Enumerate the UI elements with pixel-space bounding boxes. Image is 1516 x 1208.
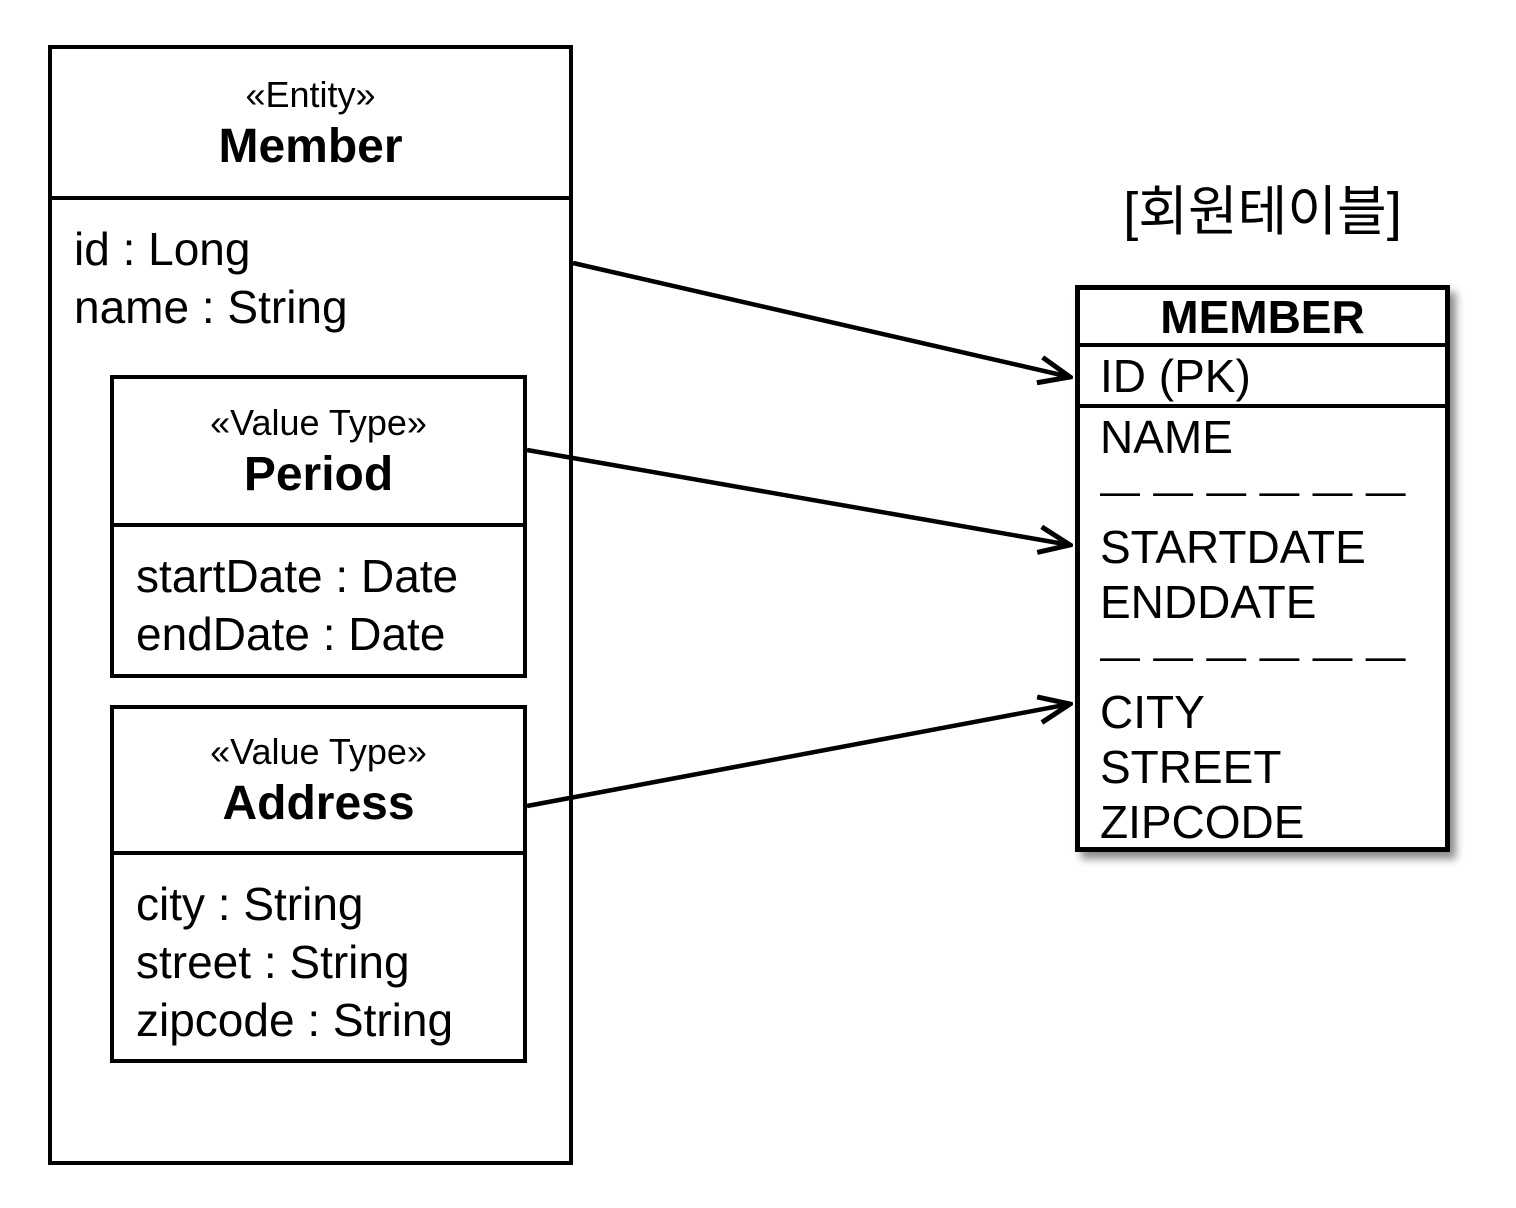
arrow-member-to-id bbox=[572, 260, 1070, 377]
period-name: Period bbox=[243, 448, 394, 501]
db-row-zipcode: ZIPCODE bbox=[1100, 796, 1305, 848]
period-attributes: startDate : Date endDate : Date bbox=[114, 527, 523, 663]
attribute-city: city : String bbox=[136, 878, 364, 930]
db-row-startdate: STARTDATE bbox=[1100, 521, 1366, 573]
db-table-title: MEMBER bbox=[1080, 290, 1445, 347]
db-row-enddate: ENDDATE bbox=[1100, 576, 1317, 628]
address-stereotype: «Value Type» bbox=[210, 731, 427, 772]
arrow-address-to-address-columns bbox=[526, 704, 1070, 809]
attribute-enddate: endDate : Date bbox=[136, 608, 446, 660]
entity-name: Member bbox=[218, 119, 403, 173]
attribute-startdate: startDate : Date bbox=[136, 550, 459, 602]
db-table-member: MEMBER ID (PK) NAME — — — — — — STARTDAT… bbox=[1075, 285, 1450, 852]
arrow-period-to-dates bbox=[526, 447, 1070, 545]
dashed-separator: — — — — — — bbox=[1100, 635, 1407, 679]
db-row-id-pk: ID (PK) bbox=[1080, 347, 1445, 408]
entity-member-header: «Entity» Member bbox=[52, 49, 569, 200]
period-stereotype: «Value Type» bbox=[210, 402, 427, 443]
attribute-id: id : Long bbox=[74, 223, 251, 275]
db-row-city: CITY bbox=[1100, 686, 1205, 738]
valuetype-period-box: «Value Type» Period startDate : Date end… bbox=[110, 375, 527, 678]
entity-stereotype: «Entity» bbox=[245, 73, 376, 115]
valuetype-period-header: «Value Type» Period bbox=[114, 379, 523, 527]
address-name: Address bbox=[222, 777, 415, 830]
dashed-separator: — — — — — — bbox=[1100, 470, 1407, 514]
address-attributes: city : String street : String zipcode : … bbox=[114, 855, 523, 1049]
valuetype-address-header: «Value Type» Address bbox=[114, 709, 523, 855]
table-caption: [회원테이블] bbox=[1123, 182, 1402, 242]
attribute-street: street : String bbox=[136, 936, 410, 988]
attribute-name: name : String bbox=[74, 281, 348, 333]
attribute-zipcode: zipcode : String bbox=[136, 994, 454, 1046]
valuetype-address-box: «Value Type» Address city : String stree… bbox=[110, 705, 527, 1063]
entity-attributes: id : Long name : String bbox=[52, 200, 569, 336]
db-table-body: NAME — — — — — — STARTDATE ENDDATE — — —… bbox=[1080, 408, 1445, 850]
db-row-street: STREET bbox=[1100, 741, 1282, 793]
db-row-name: NAME bbox=[1100, 411, 1233, 463]
